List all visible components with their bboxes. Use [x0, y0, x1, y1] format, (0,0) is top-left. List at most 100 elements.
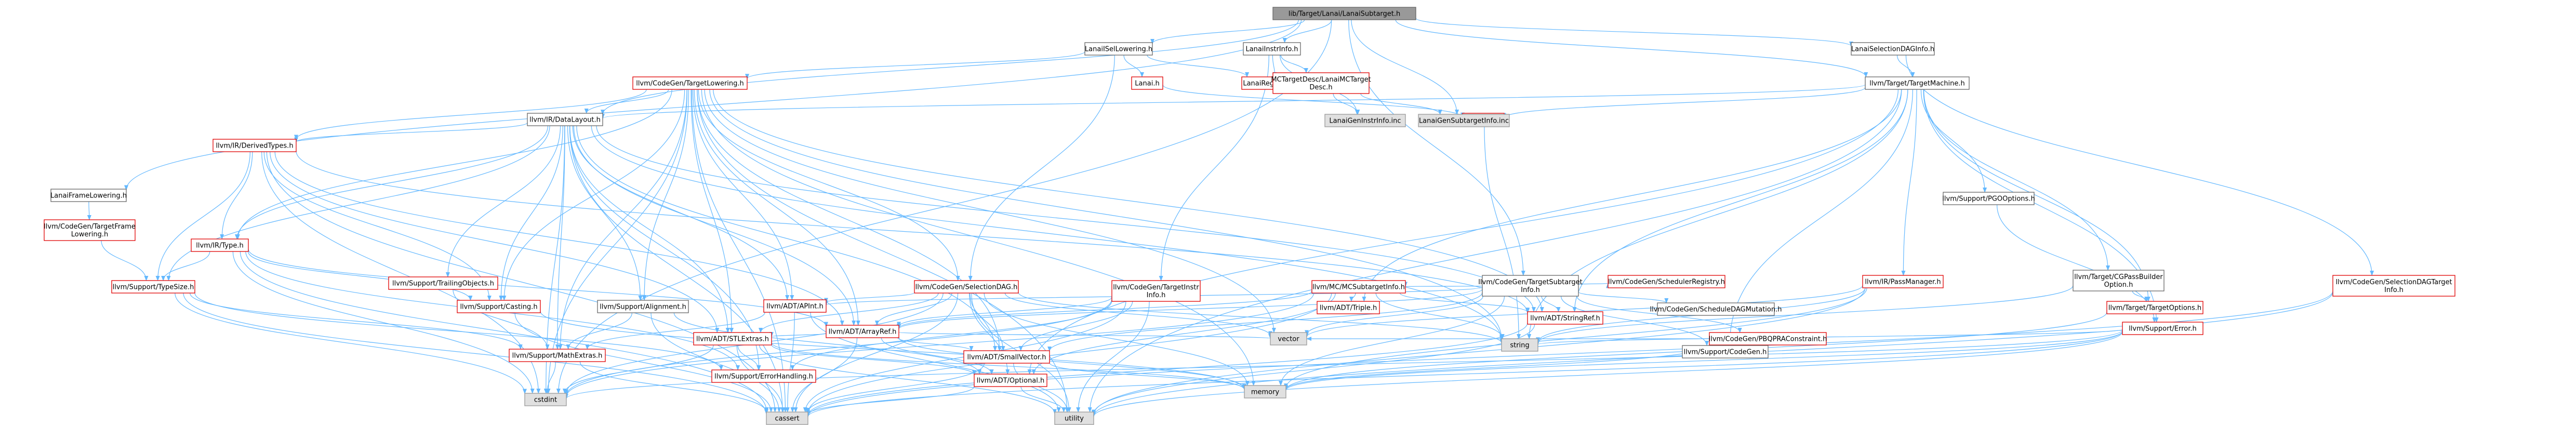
node-geninstrinfo[interactable]: LanaiGenInstrInfo.inc	[1324, 114, 1406, 127]
node-stlextras[interactable]: llvm/ADT/STLExtras.h	[693, 332, 772, 346]
node-mathextras[interactable]: llvm/Support/MathExtras.h	[509, 349, 606, 362]
node-cstdint[interactable]: cstdint	[524, 393, 567, 406]
node-label-cgtl: llvm/CodeGen/TargetLowering.h	[636, 80, 744, 88]
edge-typesize-to-cstdint	[175, 293, 527, 394]
node-label-cgtii: Info.h	[1147, 291, 1166, 299]
node-alignment[interactable]: llvm/Support/Alignment.h	[597, 300, 689, 313]
node-apint[interactable]: llvm/ADT/APInt.h	[763, 299, 827, 313]
node-instrinfo[interactable]: LanaiInstrInfo.h	[1243, 42, 1301, 56]
node-box-root	[1272, 7, 1416, 20]
node-label-selectiondag: llvm/CodeGen/SelectionDAG.h	[915, 284, 1018, 291]
node-box-pbqp	[1709, 332, 1827, 346]
node-label-arrayref: llvm/ADT/ArrayRef.h	[829, 328, 897, 336]
node-pbqp[interactable]: llvm/CodeGen/PBQPRAConstraint.h	[1709, 332, 1827, 346]
node-datalayout[interactable]: llvm/IR/DataLayout.h	[527, 113, 603, 126]
edge-cgtsi-to-vector	[1305, 296, 1483, 336]
edge-derivedtypes-to-stringref	[296, 151, 1530, 314]
node-framelow[interactable]: LanaiFrameLowering.h	[50, 189, 127, 202]
edge-root-to-instrinfo	[1282, 19, 1332, 43]
node-root[interactable]: lib/Target/Lanai/LanaiSubtarget.h	[1272, 7, 1416, 20]
node-errorhandling[interactable]: llvm/Support/ErrorHandling.h	[711, 369, 816, 383]
node-label-cgseldagti: llvm/CodeGen/SelectionDAGTarget	[2335, 278, 2452, 286]
node-selectiondag[interactable]: llvm/CodeGen/SelectionDAG.h	[914, 280, 1019, 294]
edge-isellow-to-selectiondag	[968, 55, 1115, 281]
edge-root-to-gensubtarget	[1351, 19, 1459, 115]
edge-mcsti-to-triple	[1349, 293, 1356, 302]
edge-root-to-tm	[1395, 19, 1868, 77]
edge-tm-to-passmgr	[1901, 89, 1917, 276]
node-box-datalayout	[527, 113, 603, 126]
edge-supperror-to-cassert	[806, 331, 2123, 418]
node-targetopt[interactable]: llvm/Target/TargetOptions.h	[2106, 301, 2203, 314]
node-cassert[interactable]: cassert	[766, 411, 808, 425]
node-label-stringref: llvm/ADT/StringRef.h	[1530, 315, 1600, 323]
node-passmgr[interactable]: llvm/IR/PassManager.h	[1862, 275, 1944, 288]
node-sdagmut[interactable]: llvm/CodeGen/ScheduleDAGMutation.h	[1650, 302, 1782, 316]
node-vector[interactable]: vector	[1270, 332, 1307, 346]
node-isellow[interactable]: LanaiISelLowering.h	[1084, 42, 1153, 56]
node-mcsti[interactable]: llvm/MC/MCSubtargetInfo.h	[1311, 280, 1406, 294]
node-pgoopt[interactable]: llvm/Support/PGOOptions.h	[1942, 192, 2035, 205]
edge-stlextras-to-utility	[759, 344, 1057, 415]
edge-passmgr-to-memory	[1284, 287, 1867, 389]
edge-mcsti-to-string	[1375, 293, 1505, 339]
node-box-cgtii	[1111, 280, 1201, 302]
node-triple[interactable]: llvm/ADT/Triple.h	[1317, 301, 1380, 314]
node-trailingobj[interactable]: llvm/Support/TrailingObjects.h	[388, 276, 498, 290]
node-derivedtypes[interactable]: llvm/IR/DerivedTypes.h	[213, 139, 297, 152]
node-box-string	[1501, 338, 1538, 352]
edge-arrayref-to-vector	[898, 331, 1272, 339]
edge-selectiondag-to-cassert	[793, 293, 959, 413]
node-box-seldaginfo	[1851, 42, 1935, 56]
node-stringref[interactable]: llvm/ADT/StringRef.h	[1527, 311, 1603, 325]
edge-derivedtypes-to-cstdint	[261, 151, 541, 394]
node-box-utility	[1054, 411, 1094, 425]
node-cgtl[interactable]: llvm/CodeGen/TargetLowering.h	[632, 76, 748, 90]
node-box-gensubtarget	[1418, 114, 1510, 127]
edge-datalayout-to-irtype	[235, 125, 549, 240]
node-arrayref[interactable]: llvm/ADT/ArrayRef.h	[826, 325, 899, 338]
node-smallvector[interactable]: llvm/ADT/SmallVector.h	[963, 350, 1050, 364]
edge-smallvector-to-cassert	[806, 363, 985, 413]
node-label-supcodegen: llvm/Support/CodeGen.h	[1684, 349, 1767, 356]
node-lanai[interactable]: Lanai.h	[1131, 76, 1163, 90]
node-irtype[interactable]: llvm/IR/Type.h	[191, 238, 249, 252]
node-casting[interactable]: llvm/Support/Casting.h	[457, 300, 541, 313]
node-schedreg[interactable]: llvm/CodeGen/SchedulerRegistry.h	[1608, 275, 1725, 288]
node-memory[interactable]: memory	[1244, 385, 1286, 399]
node-box-errorhandling	[711, 369, 816, 383]
node-label-cgtsi: llvm/CodeGen/TargetSubtarget	[1478, 278, 1582, 286]
edge-supperror-to-memory	[1284, 331, 2123, 391]
edge-mctarget-to-gensubtarget	[1360, 93, 1442, 115]
edge-lanai-to-pass	[1162, 84, 1465, 118]
edge-optional-to-cassert	[806, 386, 975, 416]
edge-cgtii-to-errorhandling	[790, 300, 1112, 370]
edge-supperror-to-string	[1536, 329, 2123, 346]
edge-typesize-to-errorhandling	[194, 293, 723, 370]
node-box-derivedtypes	[213, 139, 297, 152]
node-typesize[interactable]: llvm/Support/TypeSize.h	[111, 280, 195, 294]
edge-cgtl-to-utility	[697, 89, 1069, 413]
node-box-isellow	[1084, 42, 1153, 56]
node-label-pbqp: llvm/CodeGen/PBQPRAConstraint.h	[1709, 336, 1827, 343]
node-box-targetopt	[2106, 301, 2203, 314]
node-seldaginfo[interactable]: LanaiSelectionDAGInfo.h	[1851, 42, 1935, 56]
node-optional[interactable]: llvm/ADT/Optional.h	[974, 374, 1047, 387]
node-supcodegen[interactable]: llvm/Support/CodeGen.h	[1682, 345, 1769, 358]
node-string[interactable]: string	[1501, 338, 1538, 352]
edge-cgseldagti-to-cassert	[806, 290, 2333, 417]
node-box-stringref	[1527, 311, 1603, 325]
edge-derivedtypes-to-stlextras	[270, 151, 720, 333]
node-utility[interactable]: utility	[1054, 411, 1094, 425]
node-gensubtarget[interactable]: LanaiGenSubtargetInfo.inc	[1418, 114, 1510, 127]
node-tm[interactable]: llvm/Target/TargetMachine.h	[1865, 76, 1970, 90]
node-box-optional	[974, 374, 1047, 387]
edge-derivedtypes-to-cassert	[266, 151, 777, 413]
node-supperror[interactable]: llvm/Support/Error.h	[2122, 322, 2203, 335]
